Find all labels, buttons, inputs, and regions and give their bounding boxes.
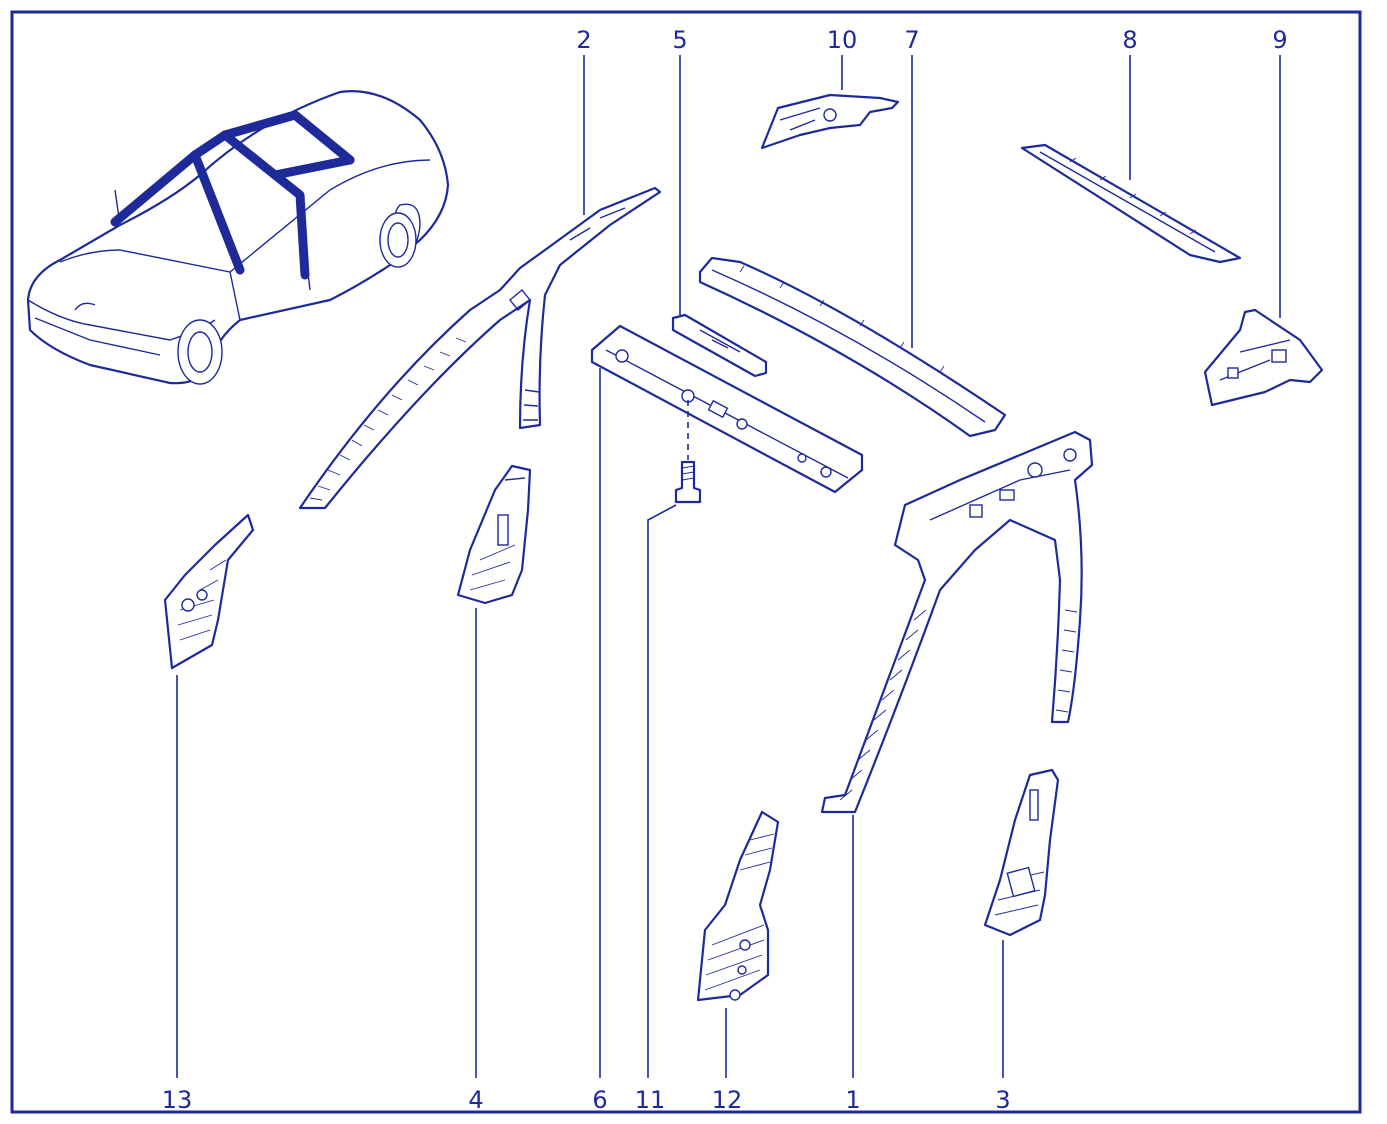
callout-5: 5 [672,26,687,54]
part-13-lower-bracket [163,513,255,670]
part-11-bolt [674,400,702,504]
callout-12: 12 [712,1086,743,1114]
diagram-frame [10,10,1362,1114]
callout-labels: 13 4 6 11 12 1 3 2 5 10 7 8 9 [162,26,1288,1114]
part-5-bracket [671,313,768,378]
part-2-a-pillar [298,186,662,510]
callout-10: 10 [827,26,858,54]
callout-7: 7 [904,26,919,54]
callout-6: 6 [592,1086,607,1114]
part-10-rear-bracket [760,93,900,150]
part-12-lower-pillar [696,810,780,1002]
callout-4: 4 [468,1086,483,1114]
part-4-pillar-reinforcement [456,464,532,605]
part-8-rear-cross-member [1020,143,1242,264]
leader-lines [176,55,1281,1078]
callout-3: 3 [995,1086,1010,1114]
callout-1: 1 [845,1086,860,1114]
part-1-side-frame [820,430,1094,814]
callout-13: 13 [162,1086,193,1114]
part-9-corner-bracket [1203,308,1324,407]
part-3-pillar-lower [983,768,1060,937]
part-6-cross-member [590,324,864,494]
leader-11 [647,504,677,1078]
callout-8: 8 [1122,26,1137,54]
part-7-roof-rail [698,256,1007,438]
callout-9: 9 [1272,26,1287,54]
car-overview-illustration [26,90,450,385]
callout-2: 2 [576,26,591,54]
callout-11: 11 [635,1086,666,1114]
